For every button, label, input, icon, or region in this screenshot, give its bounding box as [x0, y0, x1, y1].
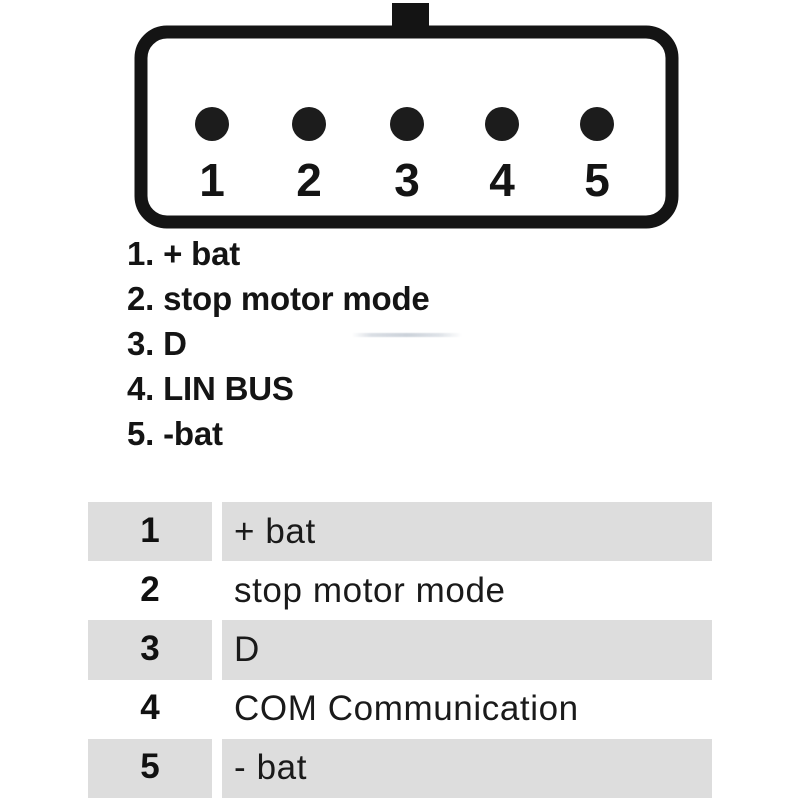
- pin-legend-item: 1. + bat: [127, 231, 647, 276]
- table-column-gap: [212, 679, 222, 739]
- pin-legend-list: 1. + bat 2. stop motor mode 3. D 4. LIN …: [127, 231, 647, 456]
- pin-legend-number: 1.: [127, 235, 164, 272]
- pin-hole-5: [580, 107, 614, 141]
- pin-hole-3: [390, 107, 424, 141]
- table-cell-pin-number: 2: [88, 561, 212, 621]
- pin-legend-label: LIN BUS: [163, 370, 294, 407]
- pin-legend-item: 5. -bat: [127, 411, 647, 456]
- table-column-gap: [212, 738, 222, 798]
- table-cell-description: D: [222, 620, 712, 680]
- table-cell-description: COM Communication: [222, 679, 712, 739]
- pin-legend-label: stop motor mode: [163, 280, 430, 317]
- table-column-gap: [212, 561, 222, 621]
- pin-number-3: 3: [394, 154, 420, 206]
- table-cell-description: stop motor mode: [222, 561, 712, 621]
- pin-hole-4: [485, 107, 519, 141]
- connector-illustration: 1 2 3 4 5: [134, 3, 679, 229]
- table-cell-pin-number: 3: [88, 620, 212, 680]
- pin-number-1: 1: [199, 154, 225, 206]
- table-row: 5 - bat: [88, 738, 712, 798]
- table-row: 2 stop motor mode: [88, 561, 712, 621]
- pin-number-2: 2: [296, 154, 322, 206]
- pinout-table: 1 + bat 2 stop motor mode 3 D 4 COM Comm…: [88, 502, 712, 798]
- pin-legend-number: 5.: [127, 415, 164, 452]
- pin-legend-number: 4.: [127, 370, 164, 407]
- pin-number-4: 4: [489, 154, 515, 206]
- table-column-gap: [212, 620, 222, 680]
- pin-legend-label: -bat: [163, 415, 223, 452]
- pin-legend-number: 3.: [127, 325, 164, 362]
- pin-hole-2: [292, 107, 326, 141]
- table-cell-pin-number: 5: [88, 738, 212, 798]
- pin-legend-item: 4. LIN BUS: [127, 366, 647, 411]
- pin-legend-number: 2.: [127, 280, 164, 317]
- table-cell-description: - bat: [222, 738, 712, 798]
- pin-legend-label: D: [163, 325, 187, 362]
- table-column-gap: [212, 502, 222, 562]
- table-row: 1 + bat: [88, 502, 712, 562]
- table-row: 3 D: [88, 620, 712, 680]
- pin-number-5: 5: [584, 154, 610, 206]
- pin-legend-label: + bat: [163, 235, 241, 272]
- connector-diagram: 1 2 3 4 5: [0, 0, 800, 235]
- table-cell-description: + bat: [222, 502, 712, 562]
- pin-hole-1: [195, 107, 229, 141]
- table-cell-pin-number: 1: [88, 502, 212, 562]
- pin-legend-item: 2. stop motor mode: [127, 276, 647, 321]
- table-cell-pin-number: 4: [88, 679, 212, 739]
- pin-legend-item: 3. D: [127, 321, 647, 366]
- table-row: 4 COM Communication: [88, 679, 712, 739]
